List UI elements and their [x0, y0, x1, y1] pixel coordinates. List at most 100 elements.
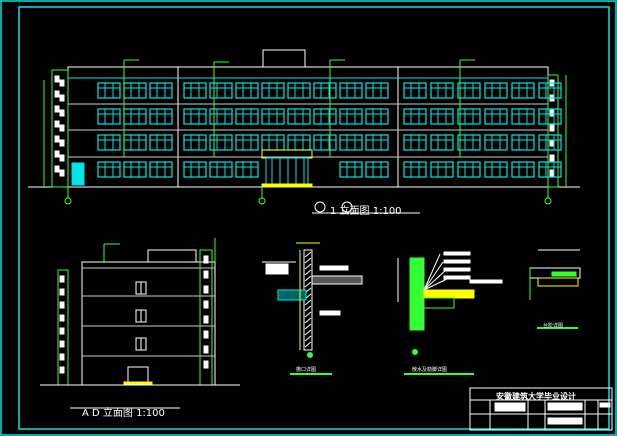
window	[339, 82, 363, 99]
tower-window	[59, 314, 65, 322]
window	[484, 161, 508, 178]
canopy-slab	[277, 289, 307, 301]
window	[339, 108, 363, 125]
leader-line	[423, 277, 450, 291]
step-layer	[551, 271, 577, 277]
window	[209, 82, 233, 99]
detail-apron-title: 散水及勒脚详图	[412, 367, 448, 373]
wall-hatch	[304, 269, 312, 276]
window	[511, 134, 535, 151]
title-block-text	[599, 402, 611, 408]
window	[287, 82, 311, 99]
wall-hatch	[304, 281, 312, 288]
front-elevation-title: 1 立面图 1:100	[330, 206, 402, 217]
side-door	[127, 366, 149, 385]
side-elevation-title: A D 立面图 1:100	[82, 408, 165, 419]
window	[403, 134, 427, 151]
floor-slab	[311, 275, 363, 285]
wall-hatch	[304, 251, 312, 258]
tower-window	[54, 135, 60, 143]
detail-eave-title: 檐口详图	[296, 367, 317, 373]
tower-window	[54, 150, 60, 158]
axis-bubble	[544, 197, 552, 205]
side-door	[71, 162, 85, 186]
window	[149, 82, 173, 99]
tower-window	[54, 105, 60, 113]
tower-window	[59, 109, 65, 117]
window	[123, 134, 147, 151]
tower-window	[59, 366, 65, 374]
window	[123, 82, 147, 99]
note-text-block	[319, 265, 349, 271]
wall-hatch	[304, 329, 312, 336]
window	[149, 134, 173, 151]
tower-window	[549, 139, 555, 147]
window	[511, 161, 535, 178]
window	[365, 134, 389, 151]
window	[430, 108, 454, 125]
axis-bubble	[307, 352, 313, 358]
tower-window	[549, 154, 555, 162]
window	[511, 82, 535, 99]
window	[457, 161, 481, 178]
wall-hatch	[304, 311, 312, 318]
window	[97, 108, 121, 125]
axis-bubble	[314, 201, 326, 213]
wall-hatch	[304, 335, 312, 342]
window	[511, 108, 535, 125]
title-block-text	[547, 417, 583, 425]
wall-hatch	[304, 317, 312, 324]
window	[123, 108, 147, 125]
window	[123, 161, 147, 178]
axis-bubble	[64, 197, 72, 205]
tower-window	[59, 301, 65, 309]
tower-window	[549, 124, 555, 132]
tower-window	[203, 315, 209, 324]
title-block-text	[547, 402, 583, 411]
tower-window	[54, 90, 60, 98]
window	[313, 82, 337, 99]
tower-window	[59, 79, 65, 87]
window	[149, 108, 173, 125]
note-text-block	[443, 275, 471, 280]
wall-hatch	[304, 257, 312, 264]
window	[365, 161, 389, 178]
window	[430, 161, 454, 178]
window	[365, 108, 389, 125]
right-stair-tower	[547, 74, 559, 188]
apron-base	[423, 297, 455, 309]
tower-window	[59, 139, 65, 147]
tower-window	[59, 327, 65, 335]
wall-hatch	[304, 341, 312, 348]
window	[183, 108, 207, 125]
window	[261, 82, 285, 99]
wall-hatch	[304, 263, 312, 270]
tower-window	[549, 109, 555, 117]
tower-window	[203, 255, 209, 264]
note-text-block	[443, 251, 471, 256]
title-block	[469, 387, 613, 431]
window	[484, 134, 508, 151]
step-layer	[537, 277, 579, 287]
tower-window	[203, 360, 209, 369]
window	[457, 108, 481, 125]
axis-bubble	[341, 201, 353, 213]
window	[209, 108, 233, 125]
window	[149, 161, 173, 178]
inner-frame-border	[18, 6, 610, 430]
window	[538, 161, 562, 178]
leader-line	[423, 269, 447, 291]
note-text-block	[443, 259, 471, 264]
apron-slab	[423, 289, 475, 299]
window	[261, 108, 285, 125]
tower-window	[203, 345, 209, 354]
window	[235, 134, 259, 151]
window	[430, 82, 454, 99]
tower-window	[59, 288, 65, 296]
title-block-text	[494, 402, 526, 412]
foundation-wall	[409, 257, 425, 331]
window	[484, 82, 508, 99]
tower-window	[54, 120, 60, 128]
side-roof-parapet	[147, 249, 197, 263]
